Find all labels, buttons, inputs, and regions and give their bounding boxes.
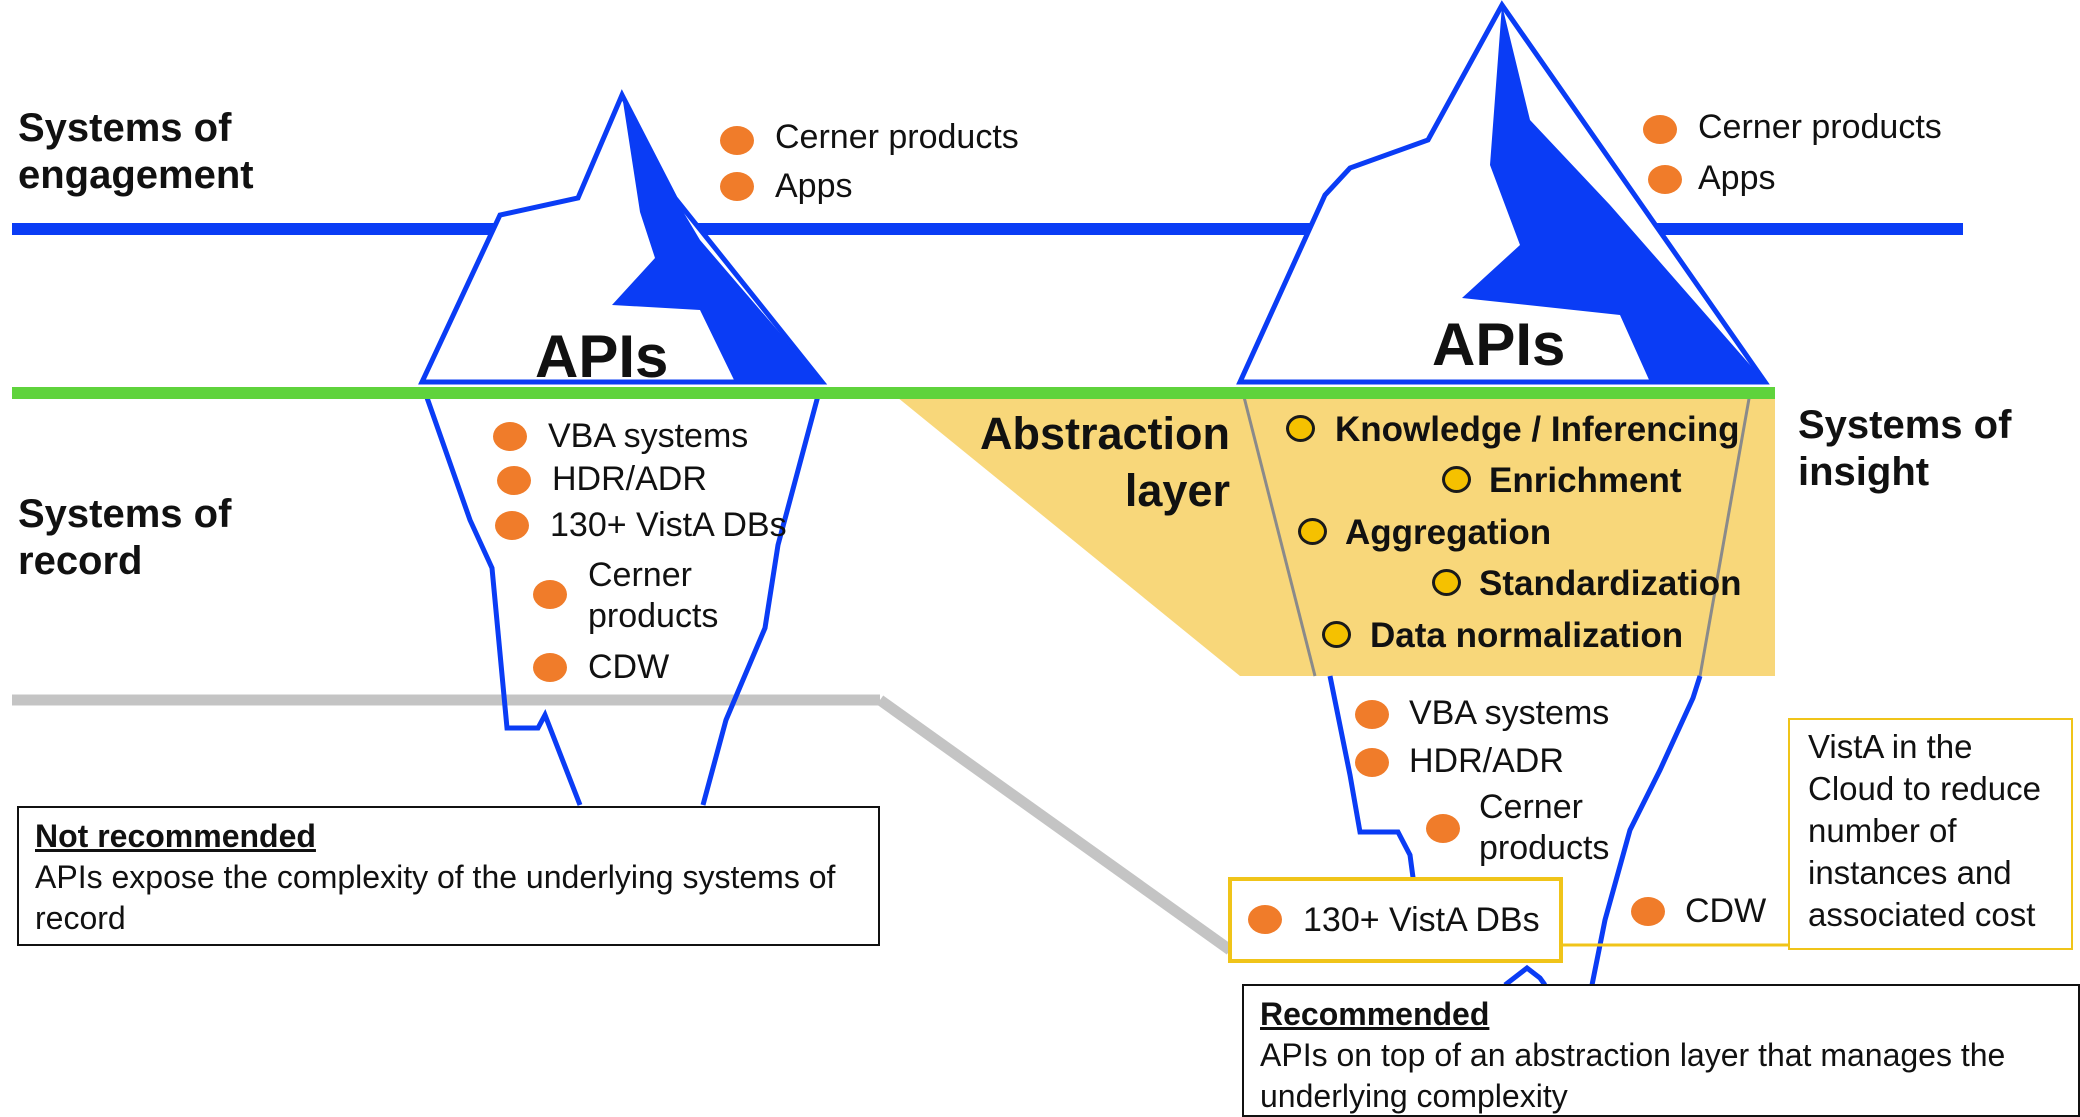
right-iceberg-underwater-right bbox=[1589, 675, 1703, 986]
right-iceberg-underwater-left bbox=[1327, 675, 1423, 931]
systems-of-insight-label: Systems of insight bbox=[1798, 403, 2012, 494]
abstraction-layer-label: Abstraction layer bbox=[979, 408, 1230, 516]
recommended-title: Recommended bbox=[1260, 996, 1490, 1032]
not-recommended-text: APIs expose the complexity of the underl… bbox=[35, 859, 836, 936]
left-record-item: Cerner products bbox=[588, 556, 719, 635]
bullet-icon bbox=[495, 511, 529, 540]
step-bullet-icon bbox=[1322, 621, 1351, 648]
right-record-item: HDR/ADR bbox=[1409, 742, 1564, 780]
right-record-item: CDW bbox=[1685, 892, 1767, 930]
systems-of-record-label: Systems of record bbox=[18, 492, 232, 583]
right-iceberg-shade bbox=[1462, 5, 1765, 382]
bullet-icon bbox=[720, 172, 754, 201]
recommended-box: Recommended APIs on top of an abstractio… bbox=[1242, 984, 2080, 1117]
left-record-item: CDW bbox=[588, 648, 670, 686]
right-engagement-item: Cerner products bbox=[1698, 108, 1942, 146]
left-engagement-item: Apps bbox=[775, 167, 853, 205]
bullet-icon bbox=[720, 126, 754, 155]
recommended-text: APIs on top of an abstraction layer that… bbox=[1260, 1037, 2006, 1114]
right-record-item: VBA systems bbox=[1409, 694, 1610, 732]
bullet-icon bbox=[533, 580, 567, 609]
bullet-icon bbox=[1355, 700, 1389, 729]
not-recommended-box: Not recommended APIs expose the complexi… bbox=[17, 806, 880, 946]
left-record-item: 130+ VistA DBs bbox=[550, 506, 787, 544]
right-iceberg-base bbox=[1503, 964, 1548, 987]
right-engagement-item: Apps bbox=[1698, 159, 1776, 197]
bullet-icon bbox=[1643, 115, 1677, 144]
step-bullet-icon bbox=[1442, 466, 1471, 493]
left-iceberg-underwater-right bbox=[700, 391, 822, 806]
bullet-icon bbox=[1248, 905, 1282, 934]
left-apis-label: APIs bbox=[535, 323, 669, 390]
abstraction-layer-area bbox=[892, 393, 1775, 676]
vista-cloud-note: VistA in the Cloud to reduce number of i… bbox=[1788, 718, 2073, 950]
left-record-item: HDR/ADR bbox=[552, 460, 707, 498]
bullet-icon bbox=[497, 466, 531, 495]
funnel-left-edge bbox=[1241, 392, 1317, 677]
divider-connector bbox=[876, 695, 1234, 955]
bullet-icon bbox=[1648, 165, 1682, 194]
vista-db-highlight bbox=[1228, 877, 1563, 963]
systems-of-engagement-label: Systems of engagement bbox=[18, 106, 254, 197]
left-iceberg-shade bbox=[612, 95, 822, 382]
step-bullet-icon bbox=[1432, 569, 1461, 596]
right-record-item: Cerner products bbox=[1479, 788, 1610, 867]
funnel-right-edge bbox=[1698, 392, 1752, 677]
abstraction-step: Enrichment bbox=[1489, 461, 1682, 500]
abstraction-step: Data normalization bbox=[1370, 616, 1684, 655]
abstraction-step: Knowledge / Inferencing bbox=[1335, 410, 1740, 449]
not-recommended-title: Not recommended bbox=[35, 818, 316, 854]
bullet-icon bbox=[1426, 814, 1460, 843]
step-bullet-icon bbox=[1286, 415, 1315, 442]
abstraction-step: Standardization bbox=[1479, 564, 1742, 603]
abstraction-step: Aggregation bbox=[1345, 513, 1552, 552]
step-bullet-icon bbox=[1298, 518, 1327, 545]
bullet-icon bbox=[493, 422, 527, 451]
left-record-item: VBA systems bbox=[548, 417, 749, 455]
left-iceberg-underwater bbox=[422, 391, 583, 806]
left-engagement-item: Cerner products bbox=[775, 118, 1019, 156]
right-apis-label: APIs bbox=[1432, 311, 1566, 378]
bullet-icon bbox=[1355, 748, 1389, 777]
right-record-item: 130+ VistA DBs bbox=[1303, 901, 1540, 939]
bullet-icon bbox=[533, 653, 567, 682]
bullet-icon bbox=[1631, 897, 1665, 926]
